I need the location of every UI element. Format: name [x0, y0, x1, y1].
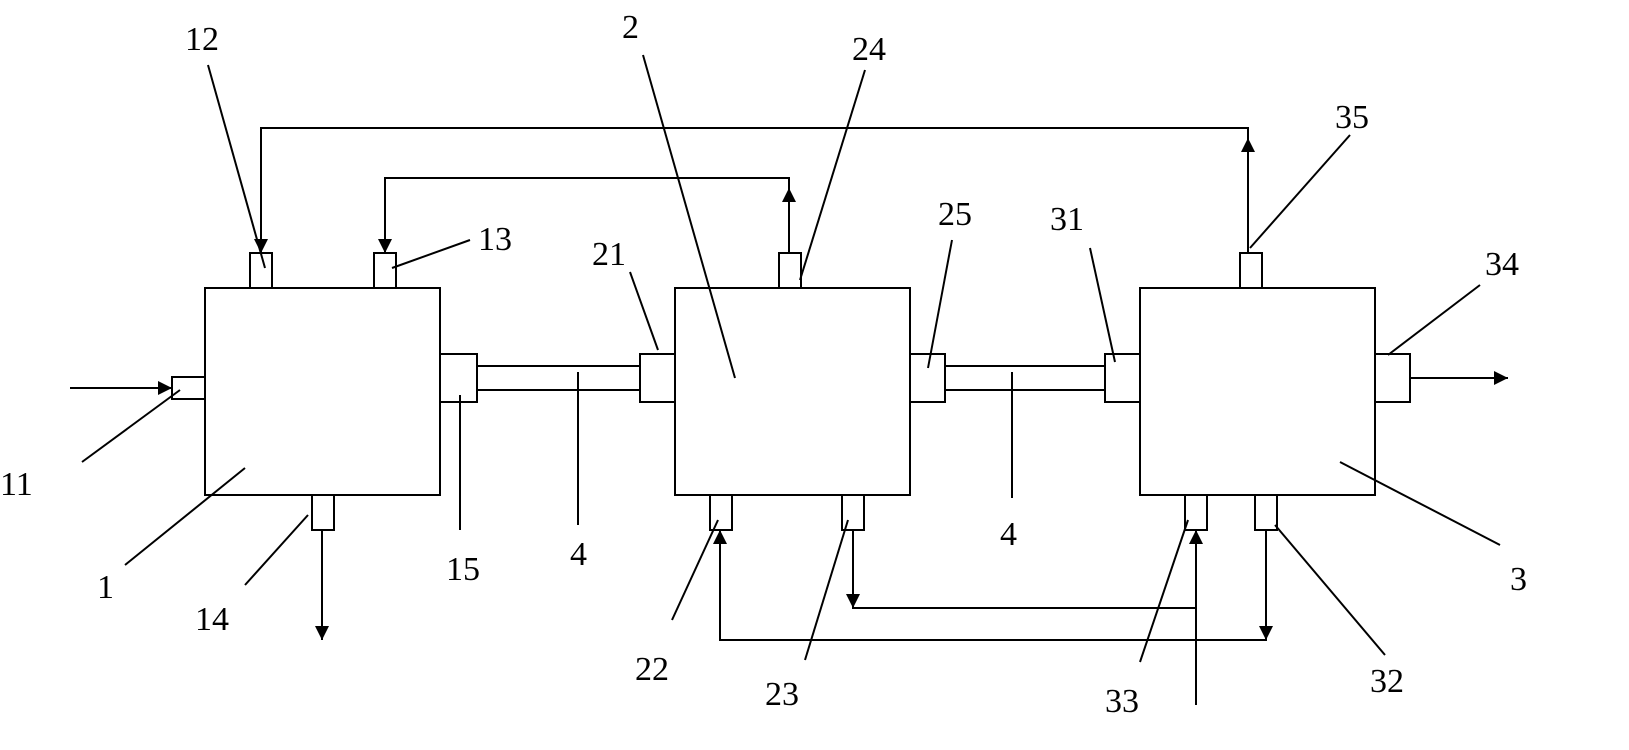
vessel-3: [1139, 287, 1376, 496]
port-11: [171, 376, 206, 400]
label-15: 15: [446, 551, 480, 588]
port-21: [639, 353, 676, 403]
label-11: 11: [0, 466, 33, 503]
leader-21: [629, 271, 659, 351]
leader-23: [804, 519, 849, 661]
label-14: 14: [195, 601, 229, 638]
leader-1: [124, 467, 246, 566]
label-32: 32: [1370, 663, 1404, 700]
leader-34: [1387, 284, 1481, 356]
label-13: 13: [478, 221, 512, 258]
label-23: 23: [765, 676, 799, 713]
port-15: [439, 353, 478, 403]
label-12: 12: [185, 21, 219, 58]
leader-25: [927, 239, 953, 369]
pipe-2-3: [945, 365, 1105, 391]
label-33: 33: [1105, 683, 1139, 720]
port-24: [778, 252, 802, 289]
label-4b: 4: [1000, 516, 1017, 553]
leader-2: [642, 54, 736, 379]
leader-14: [244, 514, 309, 586]
label-1: 1: [97, 569, 114, 606]
port-12: [249, 252, 273, 289]
port-32: [1254, 494, 1278, 531]
line-23-33: [852, 530, 1196, 609]
label-21: 21: [592, 236, 626, 273]
vessel-1: [204, 287, 441, 496]
port-33: [1184, 494, 1208, 531]
leader-31: [1089, 247, 1116, 363]
label-31: 31: [1050, 201, 1084, 238]
port-34: [1374, 353, 1411, 403]
pipe-1-2: [477, 365, 640, 391]
port-14: [311, 494, 335, 531]
port-22: [709, 494, 733, 531]
leader-35: [1249, 134, 1351, 249]
line-32-22: [713, 530, 1267, 641]
vessel-2: [674, 287, 911, 496]
label-34: 34: [1485, 246, 1519, 283]
label-24: 24: [852, 31, 886, 68]
leader-33: [1139, 519, 1189, 663]
port-31: [1104, 353, 1141, 403]
label-25: 25: [938, 196, 972, 233]
label-35: 35: [1335, 99, 1369, 136]
label-3: 3: [1510, 561, 1527, 598]
label-22: 22: [635, 651, 669, 688]
port-13: [373, 252, 397, 289]
leader-32: [1274, 524, 1386, 656]
port-35: [1239, 252, 1263, 289]
leader-24: [799, 69, 866, 281]
leader-13: [391, 239, 471, 269]
leader-12: [207, 64, 266, 269]
port-23: [841, 494, 865, 531]
leader-3: [1339, 461, 1501, 546]
label-4a: 4: [570, 536, 587, 573]
leader-11: [81, 389, 181, 463]
recycle-line-24-13: [378, 177, 790, 253]
recycle-line-35-12: [254, 127, 1249, 253]
port-25: [909, 353, 946, 403]
leader-22: [671, 519, 719, 621]
label-2: 2: [622, 9, 639, 46]
